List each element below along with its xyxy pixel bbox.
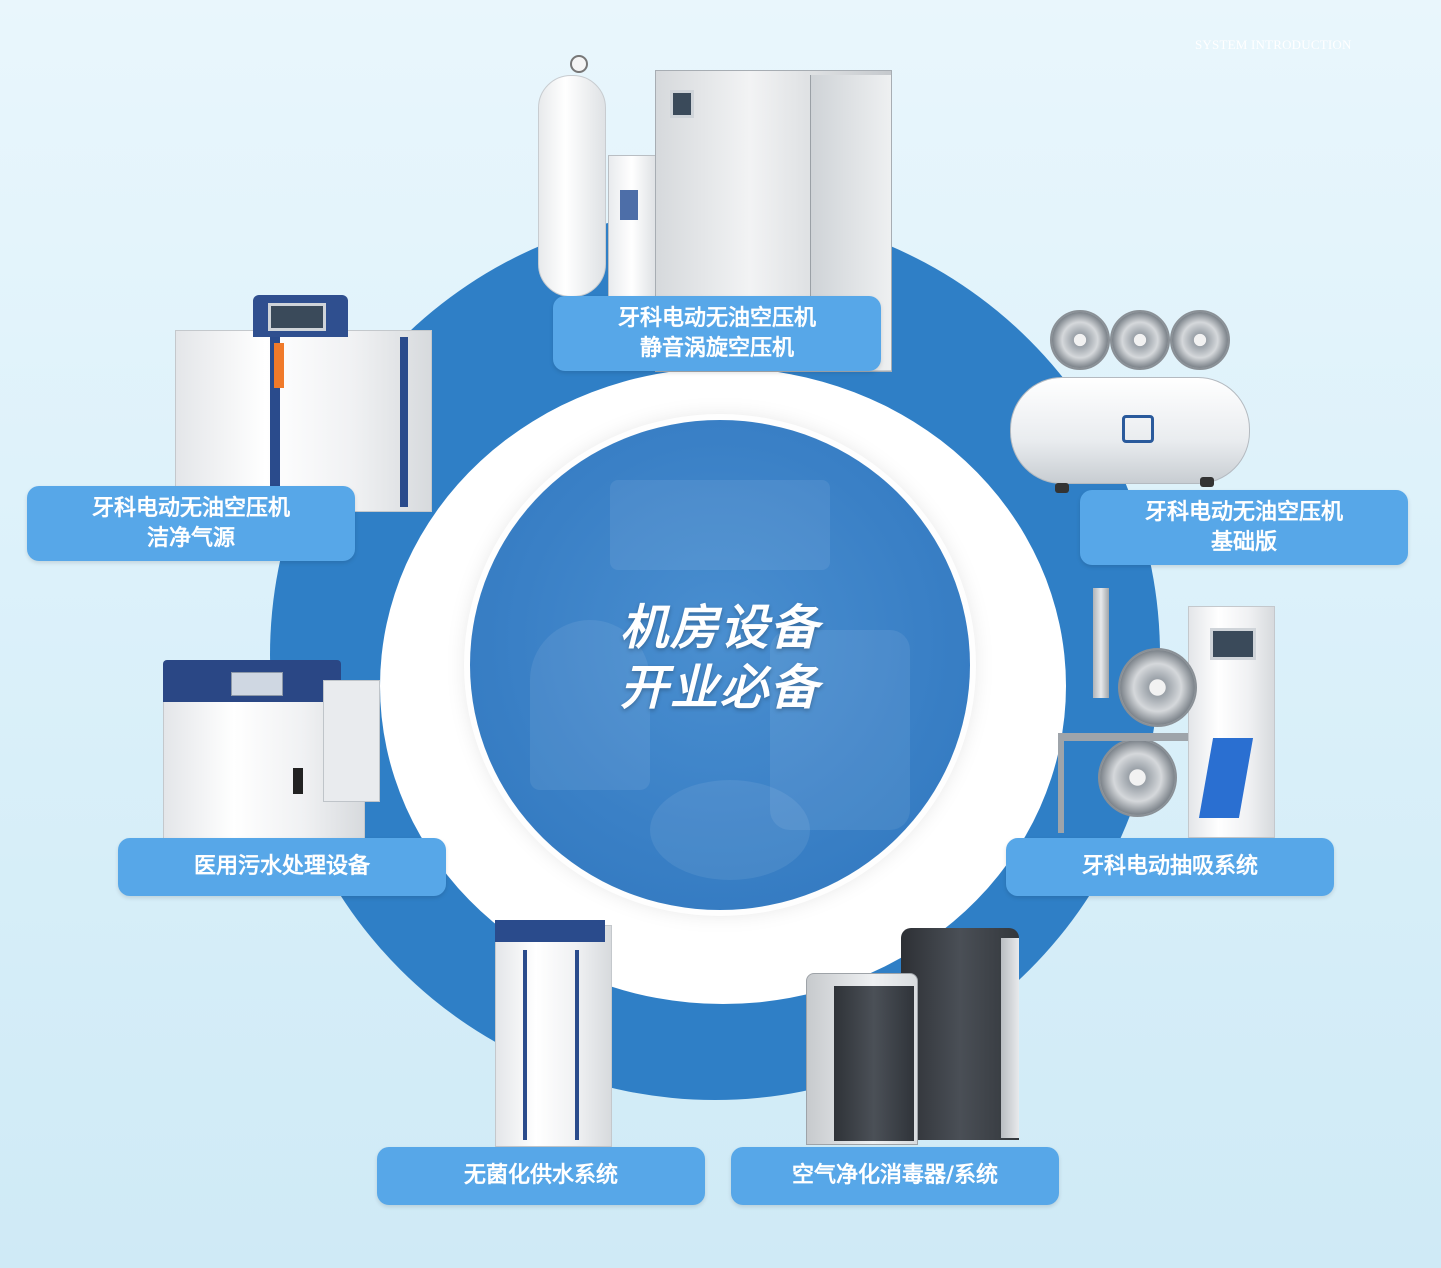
label-clean-air-source[interactable]: 牙科电动无油空压机 洁净气源 [27, 486, 355, 561]
label-wastewater-treatment[interactable]: 医用污水处理设备 [118, 838, 446, 896]
label-wastewater-treatment-line1: 医用污水处理设备 [193, 854, 370, 879]
center-slogan-line1: 机房设备 [619, 600, 820, 656]
sterile-water-supply-image [495, 920, 613, 1147]
label-suction-system[interactable]: 牙科电动抽吸系统 [1006, 838, 1334, 896]
clean-air-source-image [170, 295, 432, 515]
label-basic-compressor-line1: 牙科电动无油空压机 [1144, 499, 1343, 525]
label-basic-compressor-line2: 基础版 [1210, 529, 1277, 555]
center-circle: 机房设备 开业必备 [470, 420, 970, 910]
label-sterile-water-supply-line1: 无菌化供水系统 [463, 1163, 618, 1188]
center-slogan: 机房设备 开业必备 [470, 598, 970, 718]
label-air-purifier-line1: 空气净化消毒器/系统 [791, 1163, 999, 1188]
label-suction-system-line1: 牙科电动抽吸系统 [1081, 854, 1258, 879]
label-sterile-water-supply[interactable]: 无菌化供水系统 [377, 1147, 705, 1205]
label-air-purifier[interactable]: 空气净化消毒器/系统 [731, 1147, 1059, 1205]
label-scroll-compressor[interactable]: 牙科电动无油空压机 静音涡旋空压机 [553, 296, 881, 371]
label-clean-air-source-line1: 牙科电动无油空压机 [91, 495, 290, 521]
label-basic-compressor[interactable]: 牙科电动无油空压机 基础版 [1080, 490, 1408, 565]
label-clean-air-source-line2: 洁净气源 [146, 525, 235, 551]
label-scroll-compressor-line2: 静音涡旋空压机 [639, 335, 794, 361]
label-scroll-compressor-line1: 牙科电动无油空压机 [617, 305, 816, 331]
basic-compressor-image [1010, 305, 1250, 505]
air-purifier-image [806, 928, 1021, 1148]
suction-system-image [1038, 588, 1278, 840]
wastewater-treatment-image [163, 660, 383, 842]
center-slogan-line2: 开业必备 [619, 660, 820, 716]
section-intro-caption: SYSTEM INTRODUCTION [1195, 37, 1352, 52]
